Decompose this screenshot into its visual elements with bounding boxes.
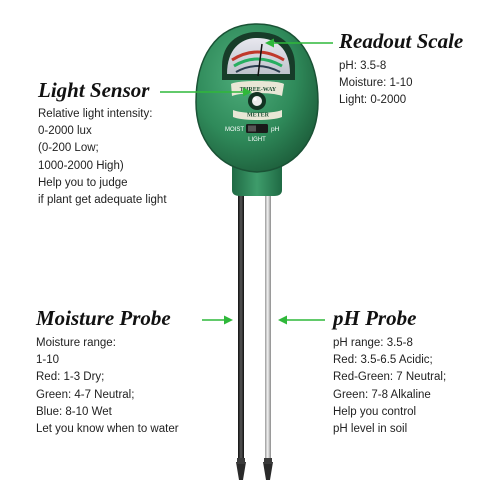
switch-label-moist: MOIST (225, 127, 244, 133)
moisture-probe (236, 175, 246, 480)
readout-scale-title: Readout Scale (339, 29, 464, 53)
device-label-bottom: METER (247, 113, 270, 119)
readout-line: pH: 3.5-8 (339, 60, 387, 72)
light-line: Relative light intensity: (38, 108, 153, 120)
device-label-top: THREE-WAY (240, 87, 277, 93)
ph-line: Red: 3.5-6.5 Acidic; (333, 354, 433, 367)
ph-line: Red-Green: 7 Neutral; (333, 371, 447, 384)
light-line: Help you to judge (38, 176, 128, 189)
moisture-line: Red: 1-3 Dry; (36, 371, 105, 384)
ph-line: Green: 7-8 Alkaline (333, 388, 431, 401)
moisture-line: Moisture range: (36, 337, 116, 349)
light-line: 0-2000 lux (38, 125, 92, 138)
ph-probe-description: pH range: 3.5-8 Red: 3.5-6.5 Acidic; Red… (333, 335, 446, 438)
moisture-probe-arrow (202, 315, 233, 325)
moisture-probe-title: Moisture Probe (36, 306, 171, 330)
ph-line: pH range: 3.5-8 (333, 337, 413, 349)
moisture-probe-description: Moisture range: 1-10 Red: 1-3 Dry; Green… (36, 335, 179, 438)
readout-line: Moisture: 1-10 (339, 77, 413, 90)
light-line: if plant get adequate light (38, 193, 167, 206)
light-line: (0-200 Low; (38, 142, 99, 155)
readout-scale-description: pH: 3.5-8 Moisture: 1-10 Light: 0-2000 (339, 58, 413, 110)
moisture-line: 1-10 (36, 354, 60, 367)
readout-line: Light: 0-2000 (339, 94, 407, 107)
ph-line: Help you control (333, 405, 417, 418)
moisture-line: Blue: 8-10 Wet (36, 405, 112, 418)
light-sensor-title: Light Sensor (38, 78, 150, 102)
light-line: 1000-2000 High) (38, 159, 124, 172)
switch-label-ph: pH (271, 126, 280, 133)
readout-arrow (265, 38, 333, 48)
ph-line: pH level in soil (333, 422, 408, 435)
light-sensor-arrow (160, 87, 252, 97)
moisture-line: Green: 4-7 Neutral; (36, 388, 135, 401)
meter-body (195, 23, 319, 196)
moisture-line: Let you know when to water (36, 422, 179, 435)
switch-label-light: LIGHT (248, 137, 266, 143)
ph-probe (263, 175, 273, 480)
light-sensor-description: Relative light intensity: 0-2000 lux (0-… (38, 106, 167, 209)
ph-probe-arrow (278, 315, 325, 325)
ph-probe-title: pH Probe (333, 306, 417, 330)
